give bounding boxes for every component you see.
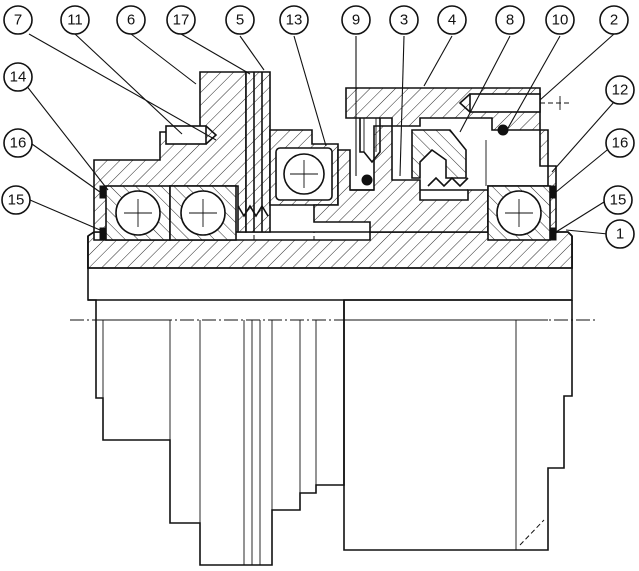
callout-14: 14 [3, 62, 33, 92]
callout-9-label: 9 [352, 12, 360, 29]
right-bearing [487, 185, 557, 241]
central-hub [313, 111, 489, 233]
callout-2-label: 2 [610, 12, 618, 29]
callout-11-label: 11 [67, 12, 83, 29]
leader-lines [21, 33, 615, 235]
callout-15-left: 15 [1, 185, 31, 215]
left-spring [237, 204, 269, 218]
callout-16-right: 16 [605, 128, 635, 158]
key-slot [253, 231, 315, 241]
callout-10-label: 10 [552, 12, 569, 29]
callout-16-right-label: 16 [612, 135, 629, 152]
callout-3: 3 [389, 5, 419, 35]
callout-3-label: 3 [400, 12, 408, 29]
callout-6-label: 6 [127, 12, 135, 29]
callout-5: 5 [225, 5, 255, 35]
bearing-13 [269, 129, 339, 206]
callout-6: 6 [116, 5, 146, 35]
callout-8-label: 8 [506, 12, 514, 29]
callout-15-left-label: 15 [8, 192, 25, 209]
callout-14-label: 14 [10, 69, 27, 86]
left-bearing-pair [99, 185, 237, 241]
callout-11: 11 [60, 5, 90, 35]
callout-12: 12 [605, 75, 635, 105]
callout-12-label: 12 [612, 82, 629, 99]
callout-5-label: 5 [236, 12, 244, 29]
callout-15-right: 15 [603, 185, 633, 215]
callout-16-left-label: 16 [10, 135, 27, 152]
callout-15-right-label: 15 [610, 192, 627, 209]
callout-4-label: 4 [448, 12, 456, 29]
callout-9: 9 [341, 5, 371, 35]
callout-2: 2 [599, 5, 629, 35]
callout-7: 7 [3, 5, 33, 35]
shaft [87, 230, 573, 269]
callout-1-label: 1 [616, 226, 624, 243]
callout-17-label: 17 [173, 12, 190, 29]
callout-10: 10 [545, 5, 575, 35]
callout-16-left: 16 [3, 128, 33, 158]
callout-1: 1 [605, 219, 635, 249]
clutch-element [411, 129, 487, 191]
callout-17: 17 [166, 5, 196, 35]
callout-8: 8 [495, 5, 525, 35]
callout-7-label: 7 [14, 12, 22, 29]
callout-13: 13 [279, 5, 309, 35]
lower-outline [87, 236, 573, 566]
callout-4: 4 [437, 5, 467, 35]
callout-13-label: 13 [286, 12, 303, 29]
